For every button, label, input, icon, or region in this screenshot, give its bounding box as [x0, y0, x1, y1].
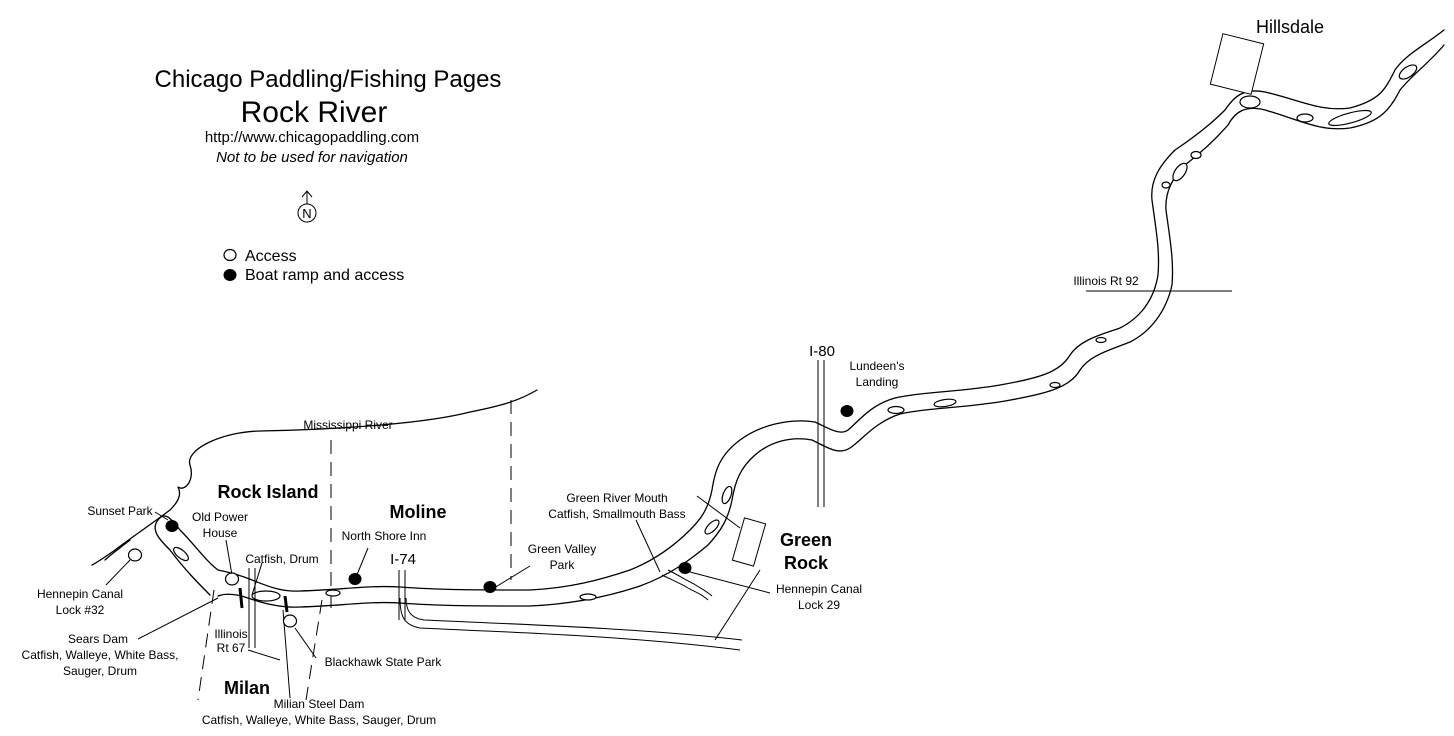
river-island: [1328, 109, 1372, 127]
river-island: [1296, 113, 1314, 123]
town-label-green: Green: [780, 530, 832, 550]
river-island: [173, 546, 189, 562]
hillsdale-town-box: [1209, 33, 1265, 95]
leader-lines: [105, 495, 771, 699]
legend-access-label: Access: [245, 248, 297, 265]
i80-label: I-80: [809, 343, 835, 360]
map-subtitle: Rock River: [241, 96, 388, 129]
site-label-hennepin29-line2: Lock 29: [798, 598, 840, 612]
green-river-tributary: [661, 574, 709, 601]
town-label-rock: Rock: [784, 553, 829, 573]
river-island: [1172, 162, 1188, 182]
source-url: http://www.chicagopaddling.com: [205, 129, 419, 146]
illinois-rt92-label: Illinois Rt 92: [1073, 274, 1139, 288]
site-label-green-valley-line2: Park: [550, 558, 576, 572]
site-label-milan-dam-line1: Milian Steel Dam: [274, 697, 365, 711]
green-river-tributary: [667, 569, 713, 597]
access-marker-old-power-house-icon: [224, 572, 240, 586]
boat-ramp-marker-hennepin29-icon: [678, 562, 692, 574]
city-boundary-line: [197, 589, 215, 701]
town-label-milan: Milan: [224, 678, 270, 698]
boat-ramp-symbol-icon: [223, 269, 237, 281]
site-label-catfish-drum: Catfish, Drum: [245, 552, 318, 566]
milan-dam-line: [283, 595, 289, 613]
illinois-rt67-label-line2: Rt 67: [217, 641, 246, 655]
site-label-sears-dam-line3: Sauger, Drum: [63, 664, 137, 678]
river-island: [887, 405, 905, 415]
site-label-lundeens-line1: Lundeen's: [849, 359, 904, 373]
access-symbol-icon: [223, 248, 237, 262]
river-island: [1095, 336, 1107, 344]
river-island: [579, 593, 597, 601]
mississippi-river-south-shore: [104, 539, 131, 561]
site-label-hennepin32-line2: Lock #32: [56, 603, 105, 617]
legend: Access Boat ramp and access: [223, 248, 404, 284]
river-island: [721, 485, 733, 505]
town-label-rock-island: Rock Island: [217, 482, 318, 502]
boat-ramp-marker-sunset-park-icon: [165, 520, 179, 532]
compass-letter: N: [302, 206, 311, 221]
green-rock-town-box: [731, 517, 767, 567]
rock-river-north-bank: [154, 29, 1445, 596]
town-label-hillsdale: Hillsdale: [1256, 17, 1324, 37]
site-label-hennepin29-line1: Hennepin Canal: [776, 582, 862, 596]
boat-ramp-marker-green-valley-icon: [483, 581, 497, 593]
i74-label: I-74: [390, 551, 416, 568]
site-label-lundeens-line2: Landing: [856, 375, 899, 389]
river-island: [1239, 95, 1261, 109]
river-island: [933, 398, 957, 408]
site-label-green-river-line1: Green River Mouth: [566, 491, 667, 505]
access-marker-hennepin32-icon: [127, 548, 143, 562]
mississippi-river-outline: [91, 389, 538, 566]
river-island: [1190, 150, 1202, 160]
site-label-hennepin32-line1: Hennepin Canal: [37, 587, 123, 601]
mississippi-river-label: Mississippi River: [303, 418, 392, 432]
site-label-sears-dam-line1: Sears Dam: [68, 632, 128, 646]
city-boundary-line: [305, 599, 323, 701]
hennepin-canal: [405, 597, 743, 641]
site-label-sunset-park: Sunset Park: [87, 504, 153, 518]
sears-dam-line: [238, 587, 244, 609]
river-island: [1049, 381, 1061, 389]
north-arrow-icon: N: [297, 190, 317, 223]
green-rock-boundary-line: [714, 569, 761, 641]
map-title: Chicago Paddling/Fishing Pages: [155, 66, 502, 93]
boat-ramp-marker-lundeens-icon: [840, 405, 854, 417]
river-island: [1161, 181, 1171, 189]
site-label-green-valley-line1: Green Valley: [528, 542, 596, 556]
rock-river-south-bank: [217, 44, 1445, 608]
river-island: [704, 519, 720, 535]
site-label-north-shore: North Shore Inn: [342, 529, 427, 543]
access-marker-blackhawk-icon: [282, 614, 298, 628]
river-island: [1398, 64, 1418, 80]
river-island: [251, 590, 281, 602]
site-label-milan-dam-line2: Catfish, Walleye, White Bass, Sauger, Dr…: [202, 713, 436, 727]
site-label-sears-dam-line2: Catfish, Walleye, White Bass,: [22, 648, 179, 662]
site-label-blackhawk: Blackhawk State Park: [325, 655, 443, 669]
boat-ramp-marker-north-shore-icon: [348, 573, 362, 585]
illinois-rt67-label-line1: Illinois: [214, 627, 247, 641]
hennepin-canal: [399, 597, 741, 651]
town-label-moline: Moline: [390, 502, 447, 522]
site-label-green-river-line2: Catfish, Smallmouth Bass: [548, 507, 685, 521]
navigation-disclaimer: Not to be used for navigation: [216, 149, 408, 166]
site-label-old-power-line2: House: [203, 526, 238, 540]
site-label-old-power-line1: Old Power: [192, 510, 248, 524]
legend-boat-ramp-label: Boat ramp and access: [245, 267, 404, 284]
river-island: [325, 589, 341, 597]
